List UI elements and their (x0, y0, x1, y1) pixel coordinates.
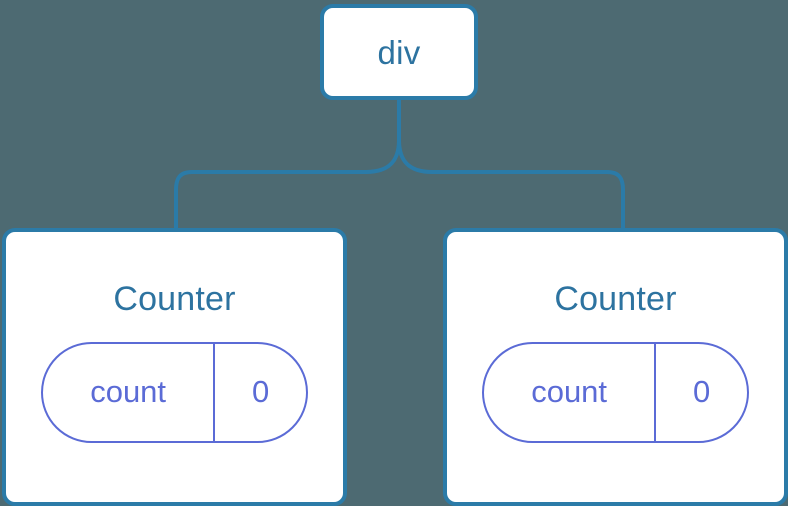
node-counter-left[interactable]: Counter count 0 (2, 228, 347, 506)
state-key-right: count (484, 344, 657, 441)
edge-root-to-right-counter (397, 100, 625, 230)
state-value-left: 0 (252, 374, 270, 409)
state-pill-left[interactable]: count 0 (41, 342, 308, 443)
edge-root-to-left-counter (174, 100, 401, 230)
node-div-label: div (377, 33, 421, 71)
state-key-left: count (43, 344, 216, 441)
diagram-canvas: div Counter count 0 Counter count 0 (2, 4, 788, 506)
node-counter-right-label: Counter (554, 280, 677, 318)
state-pill-right[interactable]: count 0 (482, 342, 749, 443)
node-counter-right[interactable]: Counter count 0 (443, 228, 788, 506)
state-value-right: 0 (693, 374, 711, 409)
node-counter-left-label: Counter (113, 280, 236, 318)
node-div[interactable]: div (320, 4, 478, 100)
